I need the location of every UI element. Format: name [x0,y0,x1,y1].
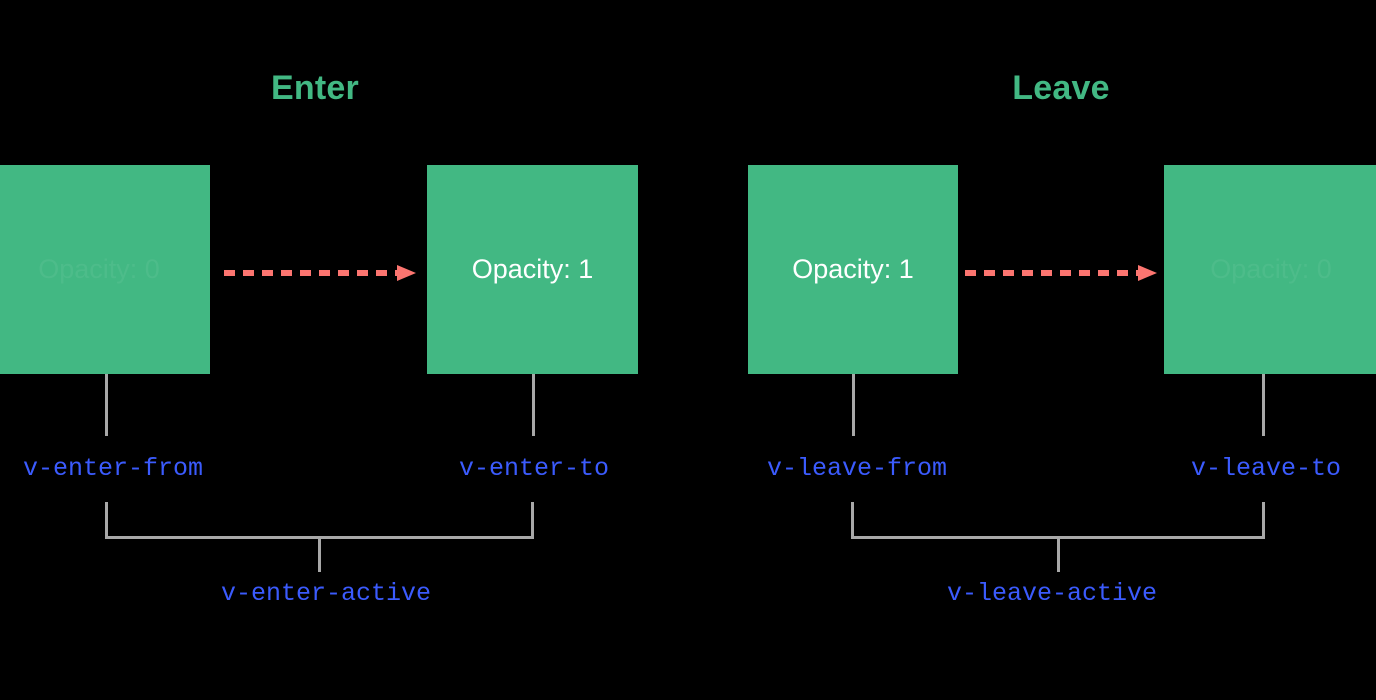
bracket-stem [1056,539,1060,572]
leader-line-leave-from [852,374,855,436]
enter-transition-arrow [224,265,416,281]
leader-line-leave-to [1262,374,1265,436]
state-box-label: Opacity: 0 [1210,254,1332,284]
state-box-label: Opacity: 1 [471,254,594,284]
bracket-tick-left [105,502,108,539]
leader-line-enter-from [105,374,108,436]
bracket-stem [318,539,321,572]
class-label-v-enter-from: v-enter-from [22,454,204,483]
class-label-v-leave-active: v-leave-active [946,579,1158,608]
state-box-label: Opacity: 0 [38,254,160,284]
bracket-enter-active [105,502,534,572]
section-title-leave: Leave [1012,69,1110,107]
state-box-leave-from: Opacity: 1 [748,165,958,374]
arrow-dashed-shaft [965,270,1138,276]
bracket-bar [851,536,1265,539]
class-label-v-leave-to: v-leave-to [1190,454,1342,483]
class-label-v-enter-to: v-enter-to [458,454,610,483]
arrow-head-icon [397,265,416,281]
leave-transition-arrow [965,265,1157,281]
bracket-leave-active [851,502,1265,572]
arrow-head-icon [1138,265,1157,281]
state-box-enter-to: Opacity: 1 [427,165,638,374]
state-box-leave-to: Opacity: 0 [1164,165,1376,374]
bracket-bar [105,536,534,539]
state-box-enter-from: Opacity: 0 [0,165,210,374]
class-label-v-enter-active: v-enter-active [220,579,432,608]
state-box-label: Opacity: 1 [792,254,914,284]
class-label-v-leave-from: v-leave-from [766,454,948,483]
arrow-dashed-shaft [224,270,397,276]
section-title-enter: Enter [271,69,359,107]
bracket-tick-right [1262,502,1265,539]
bracket-tick-right [531,502,534,539]
leader-line-enter-to [532,374,535,436]
bracket-tick-left [851,502,854,539]
